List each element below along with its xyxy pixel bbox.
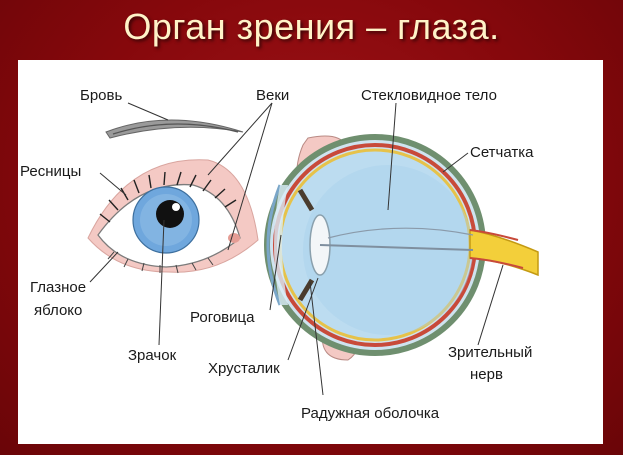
label-vitreous: Стекловидное тело [361,87,497,104]
diagram-panel: Бровь Веки Стекловидное тело Ресницы Сет… [18,60,603,444]
eye-diagram: Бровь Веки Стекловидное тело Ресницы Сет… [20,87,539,422]
eyebrow-shape [105,119,244,139]
label-optic-nerve-line1: Зрительный [448,344,532,361]
label-brow: Бровь [80,87,122,104]
slide-title: Орган зрения – глаза. [123,6,500,47]
label-iris: Радужная оболочка [301,405,440,422]
pupil-shape [156,200,184,228]
eye-cross-section [264,134,539,361]
label-lashes: Ресницы [20,163,81,180]
label-retina: Сетчатка [470,144,534,161]
leader-lines [89,102,504,396]
eyelashes-lower [107,251,214,274]
label-lids: Веки [256,87,289,104]
label-lens: Хрусталик [208,360,280,377]
label-optic-nerve-line2: нерв [470,366,503,383]
label-eyeball-line2: яблоко [34,302,82,319]
label-cornea: Роговица [190,309,255,326]
label-eyeball-line1: Глазное [30,279,86,296]
external-eye [87,119,259,274]
eyelashes-upper [99,171,237,223]
label-pupil: Зрачок [128,347,177,364]
cornea-shape [266,184,282,306]
